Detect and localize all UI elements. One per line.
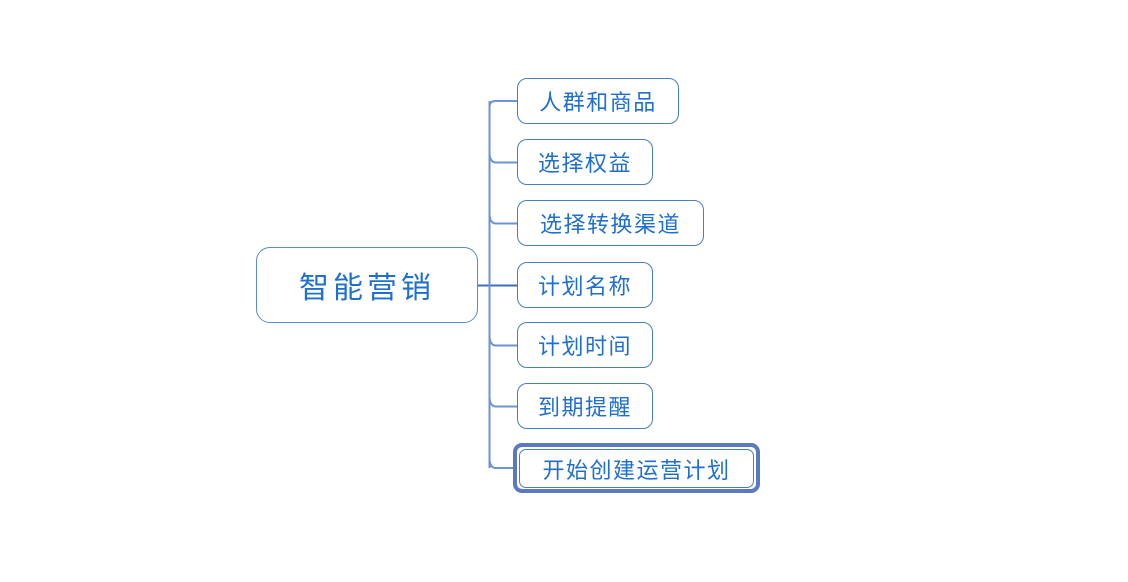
child-node-3-label: 选择转换渠道 — [539, 213, 681, 238]
child-node-7[interactable]: 开始创建运营计划 — [519, 449, 754, 488]
child-node-1[interactable]: 人群和商品 — [517, 78, 679, 124]
child-node-4-label: 计划名称 — [537, 275, 632, 300]
child-node-5-label: 计划时间 — [537, 335, 632, 360]
child-node-6-label: 到期提醒 — [537, 396, 632, 421]
child-node-1-label: 人群和商品 — [539, 91, 657, 116]
child-node-7-label: 开始创建运营计划 — [542, 458, 731, 484]
root-node-intelligent-marketing[interactable]: 智能营销 — [256, 247, 478, 323]
child-node-3[interactable]: 选择转换渠道 — [517, 200, 704, 246]
child-node-4[interactable]: 计划名称 — [517, 262, 653, 308]
child-node-6[interactable]: 到期提醒 — [517, 383, 653, 429]
child-node-5[interactable]: 计划时间 — [517, 322, 653, 368]
child-node-2-label: 选择权益 — [537, 152, 632, 177]
root-node-label: 智能营销 — [299, 271, 435, 306]
child-node-2[interactable]: 选择权益 — [517, 139, 653, 185]
